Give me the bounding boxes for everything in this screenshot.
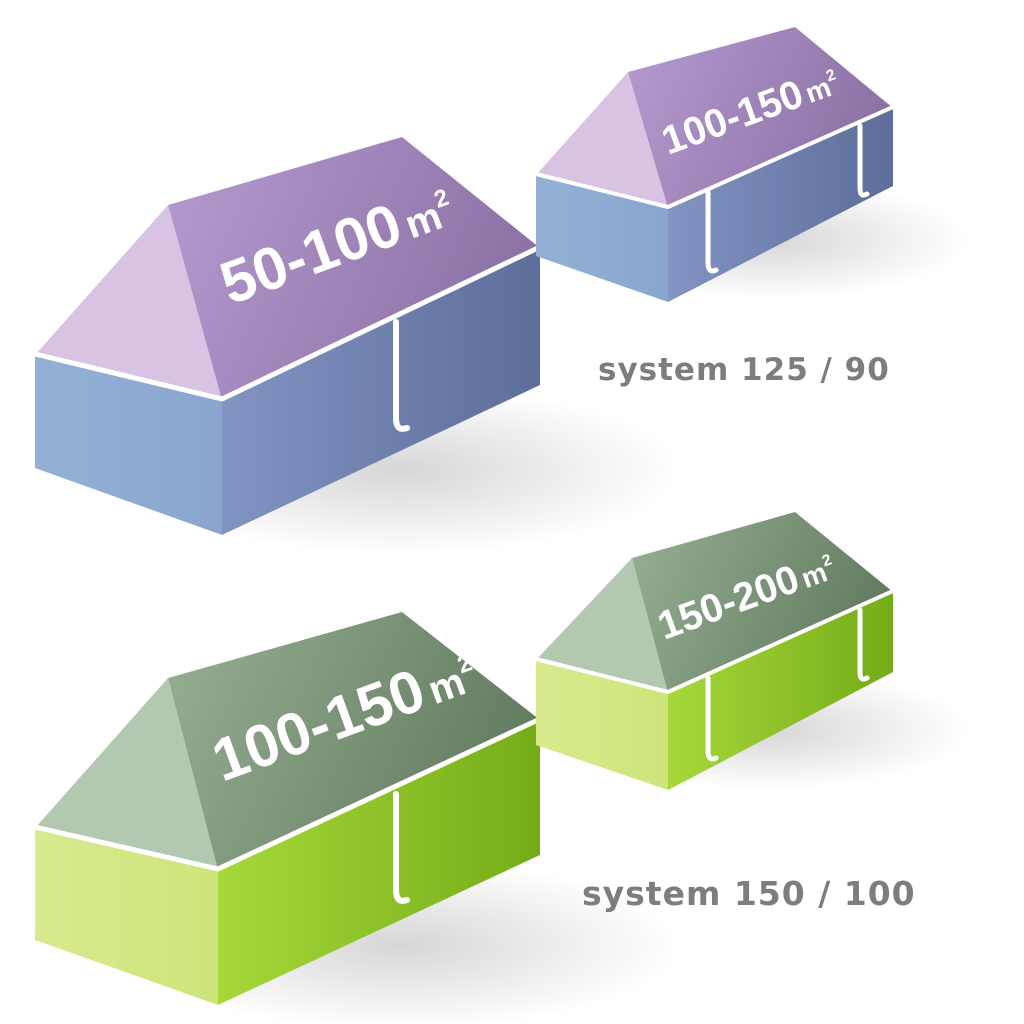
house-purple-large: 50-100m2: [34, 137, 680, 555]
house-front-wall: [668, 592, 893, 790]
house-roof-side: [536, 72, 668, 208]
system-label-125-90: system 125 / 90: [598, 352, 890, 388]
house-front-wall: [218, 720, 540, 1005]
gutter: [535, 105, 894, 209]
house-green-small: 150-200m2: [535, 512, 970, 790]
gutter: [34, 716, 542, 872]
downpipe: [705, 675, 719, 762]
house-roof-side: [536, 558, 668, 693]
house-roof-front: [628, 27, 893, 208]
downpipe: [857, 607, 870, 682]
gutter: [34, 244, 542, 402]
house-side-wall: [536, 175, 668, 302]
house-roof-side: [35, 678, 218, 870]
house-side-wall: [35, 828, 218, 1005]
downpipe: [857, 123, 870, 198]
house-roof-front: [168, 137, 540, 400]
gutter: [535, 589, 894, 694]
house-front-wall: [668, 108, 893, 302]
house-front-wall: [222, 248, 540, 535]
house-roof-side: [35, 205, 222, 400]
house-purple-small: 100-150m2: [535, 27, 970, 302]
house-green-large: 100-150m2: [34, 612, 680, 1024]
house-roof-front: [168, 612, 540, 870]
house-roof-front: [632, 512, 893, 693]
system-label-150-100: system 150 / 100: [582, 874, 916, 913]
downpipe: [705, 189, 719, 274]
house-side-wall: [35, 355, 222, 535]
house-side-wall: [536, 660, 668, 790]
downpipe: [393, 319, 410, 432]
downpipe: [393, 791, 410, 904]
